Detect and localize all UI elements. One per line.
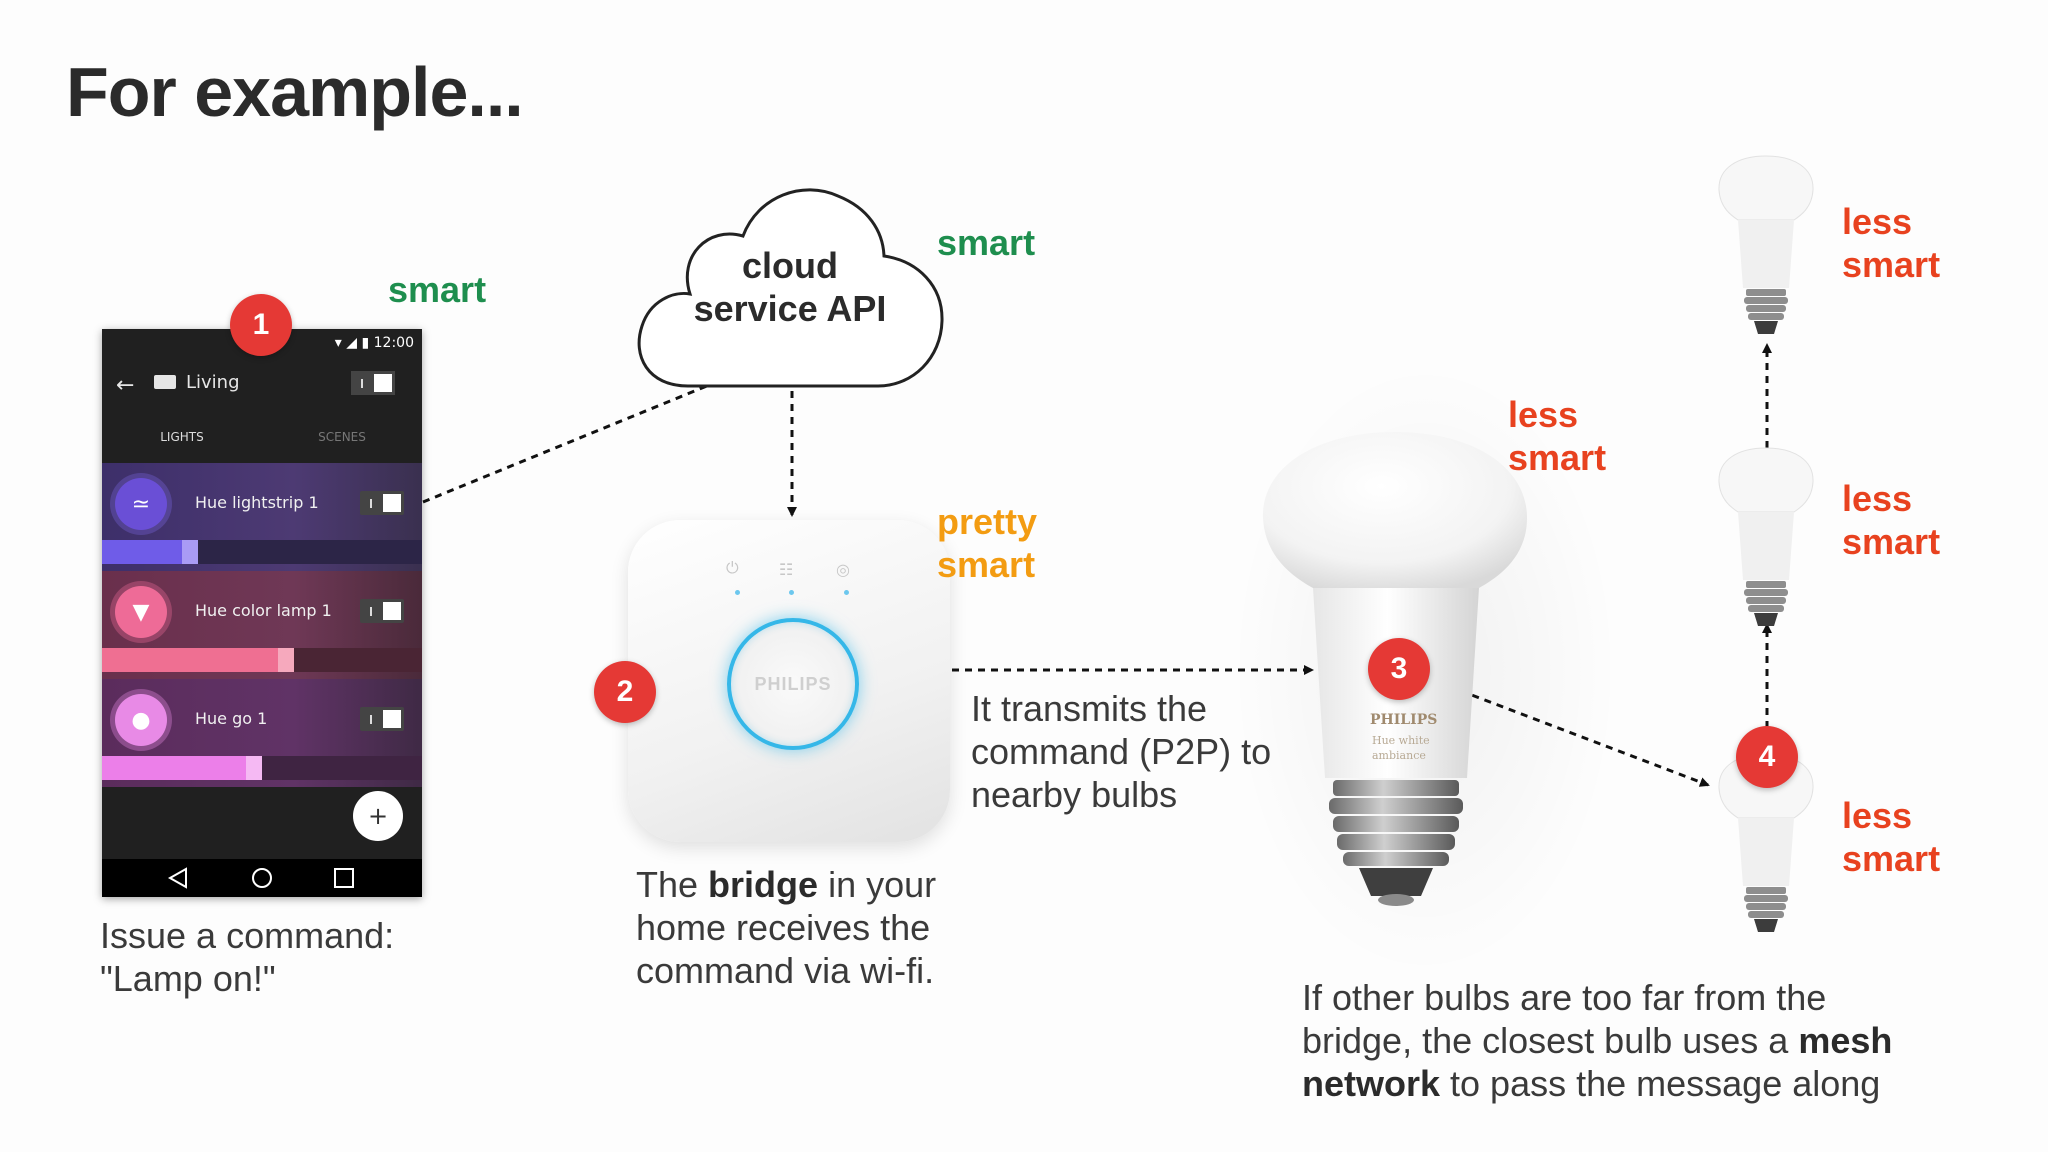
lamp-icon: ▼ xyxy=(115,586,167,638)
light-toggle[interactable] xyxy=(360,707,404,731)
hue-go-icon: ● xyxy=(115,694,167,746)
tab-scenes[interactable]: SCENES xyxy=(318,430,366,444)
bridge-caption-bold: bridge xyxy=(708,864,819,905)
step-badge-4: 4 xyxy=(1736,726,1798,788)
light-toggle[interactable] xyxy=(360,599,404,623)
small-bulb-top xyxy=(1718,155,1814,334)
light-row[interactable]: ≃ Hue lightstrip 1 xyxy=(102,463,422,571)
step-badge-2: 2 xyxy=(594,661,656,723)
signal-icon: ◢ xyxy=(346,335,358,351)
status-led xyxy=(735,590,740,595)
phone-app-screen: ▾ ◢ ▮ 12:00 ← Living LIGHTS SCENES ≃ Hue… xyxy=(102,329,422,897)
mesh-caption-bold: mesh network xyxy=(1302,1020,1893,1104)
cloud-label: cloud service API xyxy=(693,245,887,329)
brightness-thumb[interactable] xyxy=(278,648,294,672)
step-badge-3: 3 xyxy=(1368,638,1430,700)
battery-icon: ▮ xyxy=(361,335,370,351)
nav-back-icon xyxy=(167,867,187,889)
light-name: Hue lightstrip 1 xyxy=(195,493,319,512)
room-icon xyxy=(154,375,176,389)
step-badge-1: 1 xyxy=(230,294,292,356)
smart-label-cloud: smart xyxy=(937,222,1036,263)
small-bulb-middle xyxy=(1718,447,1814,626)
cloud-shape xyxy=(637,188,944,388)
power-icon: ⏻ xyxy=(726,560,739,577)
pretty-smart-label: pretty smart xyxy=(937,501,1038,585)
app-tabs: LIGHTS SCENES xyxy=(102,411,422,465)
transmit-caption: It transmits the command (P2P) to nearby… xyxy=(971,688,1272,815)
android-nav-bar xyxy=(102,859,422,897)
brightness-thumb[interactable] xyxy=(182,540,198,564)
bulb-model: Hue white xyxy=(1372,734,1430,747)
phone-caption: Issue a command: "Lamp on!" xyxy=(100,915,395,999)
mesh-caption-text: to pass the message along xyxy=(1440,1063,1881,1104)
bulb-model: ambiance xyxy=(1372,749,1426,762)
light-row[interactable]: ● Hue go 1 xyxy=(102,679,422,787)
tab-lights[interactable]: LIGHTS xyxy=(102,411,262,465)
network-icon: ☷ xyxy=(779,562,794,579)
bridge-link-button: PHILIPS xyxy=(727,618,859,750)
nav-icons xyxy=(167,867,354,889)
brightness-fill xyxy=(102,648,294,672)
nav-home-icon xyxy=(252,868,272,888)
light-row[interactable]: ▼ Hue color lamp 1 xyxy=(102,571,422,679)
smart-label-phone: smart xyxy=(388,269,487,310)
internet-icon: ◎ xyxy=(836,562,850,579)
bulb-brand: PHILIPS xyxy=(1370,712,1438,728)
brightness-slider[interactable] xyxy=(102,648,422,672)
brightness-slider[interactable] xyxy=(102,540,422,564)
less-smart-label-middle: less smart xyxy=(1842,478,1941,562)
light-toggle[interactable] xyxy=(360,491,404,515)
room-name: Living xyxy=(186,372,240,393)
app-toolbar: ← Living xyxy=(102,367,422,411)
light-name: Hue color lamp 1 xyxy=(195,601,332,620)
less-smart-label-bottom: less smart xyxy=(1842,795,1941,879)
brightness-thumb[interactable] xyxy=(246,756,262,780)
hue-bridge: ⏻ ☷ ◎ PHILIPS xyxy=(628,520,950,842)
status-time: 12:00 xyxy=(373,335,414,351)
bridge-caption: The bridge in your home receives the com… xyxy=(636,863,956,992)
nav-recents-icon xyxy=(334,868,354,888)
brightness-fill xyxy=(102,756,262,780)
room-toggle[interactable] xyxy=(351,371,395,395)
less-smart-label-top: less smart xyxy=(1842,201,1941,285)
status-bar: ▾ ◢ ▮ 12:00 xyxy=(335,335,414,351)
less-smart-label-big-bulb: less smart xyxy=(1508,394,1607,478)
bridge-brand: PHILIPS xyxy=(754,673,832,694)
lightstrip-icon: ≃ xyxy=(115,478,167,530)
bridge-caption-text: The xyxy=(636,864,709,905)
wifi-icon: ▾ xyxy=(334,335,342,351)
slide-title: For example... xyxy=(66,53,524,131)
status-led xyxy=(789,590,794,595)
mesh-caption: If other bulbs are too far from the brid… xyxy=(1302,976,1902,1105)
light-name: Hue go 1 xyxy=(195,709,268,728)
mesh-caption-text: If other bulbs are too far from the brid… xyxy=(1302,977,1827,1061)
add-button[interactable]: + xyxy=(353,791,403,841)
back-arrow-icon[interactable]: ← xyxy=(116,373,135,398)
bridge-caption-text: in your home receives the command via wi… xyxy=(636,864,937,991)
status-led xyxy=(844,590,849,595)
brightness-slider[interactable] xyxy=(102,756,422,780)
